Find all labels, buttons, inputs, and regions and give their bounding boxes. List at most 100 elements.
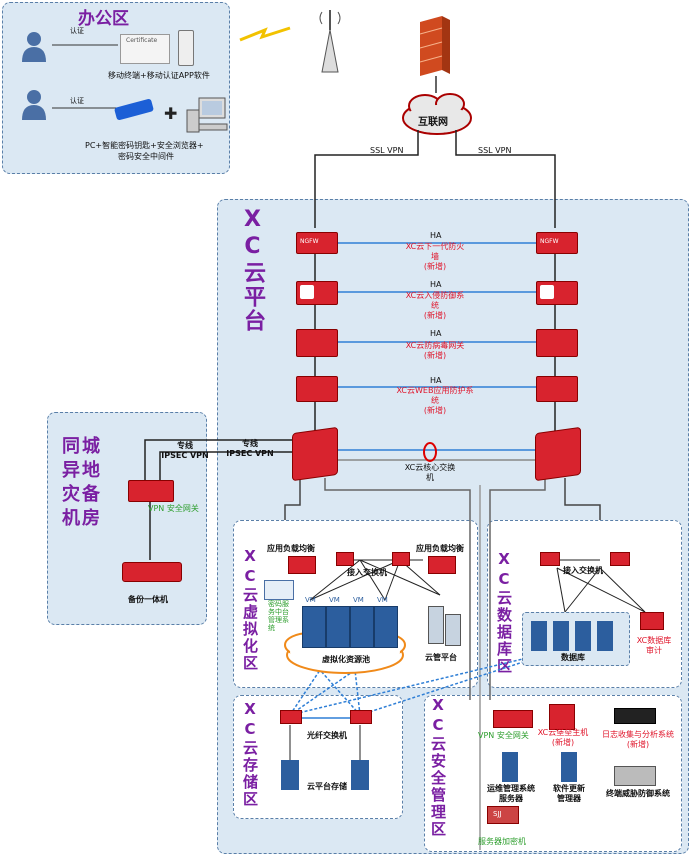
lb-right-label: 应用负载均衡 [416, 544, 464, 553]
label-line: 审计 [646, 646, 662, 655]
lb-left-label: 应用负载均衡 [267, 544, 315, 553]
label-line: 管理器 [557, 794, 581, 803]
dedicated-line-2: 专线 IPSEC VPN [225, 439, 275, 459]
search-icon [300, 285, 314, 299]
vpn-gateway-sec-label: VPN 安全网关 [478, 731, 529, 740]
fc-switch [350, 710, 372, 724]
label-line: (新增) [626, 740, 650, 749]
waf-appliance-left [296, 376, 338, 402]
av-gateway-right [536, 329, 578, 357]
mgmt-server [428, 606, 444, 644]
threat-defense-icon [614, 766, 656, 786]
db-server [553, 621, 569, 651]
wireless-link [239, 26, 291, 42]
label-line: XC云WEB应用防护系 [396, 386, 474, 395]
label-line: 务中台 [268, 608, 289, 616]
ips-label: XC云入侵防御系 统 (新增) [380, 291, 490, 321]
security-title: XC云安全管理区 [429, 696, 447, 838]
waf-appliance-right [536, 376, 578, 402]
db-server [531, 621, 547, 651]
label-line: XC数据库 [636, 636, 672, 645]
db-access-switch-label: 接入交换机 [563, 566, 603, 575]
core-switch-label: XC云核心交换 机 [395, 463, 465, 483]
vpn-gateway-dr [128, 480, 174, 502]
auth-label: 认证 [70, 97, 84, 105]
label-line: XC云堡垒主机 [537, 728, 589, 737]
label-line: 机 [426, 473, 434, 482]
ngfw-badge: NGFW [300, 238, 319, 245]
label-line: 统 [268, 624, 275, 632]
crypto-service-label: 密码服 务中台 管理系 统 [268, 600, 289, 632]
dr-title: 同城异地灾备机房 [62, 436, 102, 529]
label-line: 运维管理系统 [487, 784, 535, 793]
auth-label: 认证 [70, 27, 84, 35]
ips-appliance-right [536, 281, 578, 305]
certificate-text: Certificate [126, 37, 158, 44]
label-line: IPSEC VPN [226, 449, 274, 458]
threat-defense-label: 终端威胁防御系统 [606, 789, 670, 798]
label-line: (新增) [551, 738, 575, 747]
user-icon [20, 88, 48, 124]
backup-label: 备份一体机 [128, 595, 168, 604]
vm-server: VM [374, 596, 398, 648]
antenna-icon [319, 10, 341, 73]
ha-label: HA [430, 329, 442, 338]
label-line: IPSEC VPN [161, 451, 209, 460]
label-line: 日志收集与分析系统 [602, 730, 674, 739]
db-audit-icon [640, 612, 664, 630]
vpn-gateway-dr-label: VPN 安全网关 [148, 504, 199, 513]
vm-server: VM [350, 596, 374, 648]
label-line: 墙 [431, 252, 439, 261]
waf-label: XC云WEB应用防护系 统 (新增) [375, 386, 495, 416]
dedicated-line-1: 专线 IPSEC VPN [160, 441, 210, 461]
label-line: 统 [431, 301, 439, 310]
vm-server: VM [326, 596, 350, 648]
firewall-icon [419, 16, 450, 76]
access-switch [336, 552, 354, 566]
encryptor-icon: SJJ [487, 806, 519, 824]
internet-cloud-icon [402, 93, 472, 135]
fc-switch [280, 710, 302, 724]
ha-label: HA [430, 376, 442, 385]
pc-caption-line1: PC+智能密码钥匙+安全浏览器+ [85, 141, 204, 150]
ngfw-label: XC云下一代防火 墙 (新增) [380, 242, 490, 272]
ha-label: HA [430, 231, 442, 240]
dr-zone [47, 412, 207, 625]
pc-icon [185, 96, 229, 140]
ssl-vpn-left-label: SSL VPN [370, 146, 404, 155]
bastion-icon [549, 704, 575, 730]
label-line: 软件更新 [553, 784, 585, 793]
label-line: 专线 [177, 441, 193, 450]
mgmt-label: 云管平台 [425, 653, 457, 662]
label-line: 管理系 [268, 616, 289, 624]
database-cluster [522, 612, 630, 666]
label-line: XC云下一代防火 [405, 242, 465, 251]
puzzle-icon: ✚ [164, 104, 178, 123]
office-title: 办公区 [78, 9, 129, 29]
resource-pool-label: 虚拟化资源池 [322, 655, 370, 664]
label-line: (新增) [423, 406, 447, 415]
av-label: XC云防病毒网关 (新增) [380, 341, 490, 361]
user-icon [20, 30, 48, 66]
av-gateway-left [296, 329, 338, 357]
db-audit-label: XC数据库 审计 [632, 636, 676, 656]
label-line: XC云入侵防御系 [405, 291, 465, 300]
vm-label: VM [305, 596, 316, 604]
label-line: 服务器 [499, 794, 523, 803]
label-line: 密码服 [268, 600, 289, 608]
ngfw-appliance-right: NGFW [536, 232, 578, 254]
database-label: 数据库 [561, 653, 585, 662]
encryptor-label: 服务器加密机 [478, 837, 526, 846]
core-switch-left [292, 426, 338, 482]
virt-access-switch-label: 接入交换机 [347, 568, 387, 577]
db-server [597, 621, 613, 651]
backup-appliance [122, 562, 182, 582]
load-balancer-right [428, 556, 456, 574]
log-system-label: 日志收集与分析系统 (新增) [598, 730, 678, 750]
label-line: (新增) [423, 262, 447, 271]
load-balancer-left [288, 556, 316, 574]
ssl-vpn-right-label: SSL VPN [478, 146, 512, 155]
label-line: 专线 [242, 439, 258, 448]
label-line: (新增) [423, 311, 447, 320]
